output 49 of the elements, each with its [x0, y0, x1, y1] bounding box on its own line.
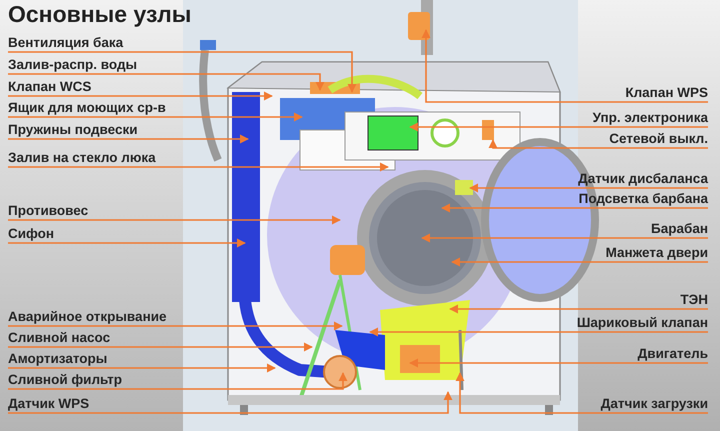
leader-line [8, 51, 356, 93]
part-label: Упр. электроника [592, 110, 708, 126]
leader-line [8, 364, 276, 372]
part-label: Шариковый клапан [576, 315, 708, 331]
leader-line [8, 391, 452, 414]
leader-line [451, 258, 708, 266]
part-label: Пружины подвески [8, 122, 138, 138]
leader-line [441, 204, 708, 212]
part-label: Датчик загрузки [600, 396, 708, 412]
leader-line [8, 73, 324, 91]
leader-line [456, 372, 708, 414]
part-label: Манжета двери [606, 245, 708, 261]
leader-line [8, 112, 303, 122]
leader-line [8, 216, 341, 224]
leader-line [488, 139, 708, 149]
title: Основные узлы [8, 0, 192, 28]
leader-line [469, 184, 708, 192]
leader-line [369, 328, 708, 336]
leader-line [8, 92, 273, 100]
part-label: Сетевой выкл. [609, 131, 708, 147]
leader-line [8, 162, 389, 172]
leader-line [409, 122, 708, 132]
leader-line [8, 322, 343, 330]
part-label: Сливной насос [8, 330, 110, 346]
part-label: Амортизаторы [8, 351, 108, 367]
part-label: Ящик для моющих ср-в [8, 100, 166, 116]
leader-line [409, 358, 708, 368]
part-label: ТЭН [680, 292, 708, 308]
leader-line [8, 372, 348, 390]
leader-line [449, 304, 708, 314]
part-label: Барабан [651, 221, 708, 237]
part-label: Клапан WCS [8, 79, 92, 95]
part-label: Сифон [8, 226, 54, 242]
part-label: Вентиляция бака [8, 35, 124, 51]
part-label: Сливной фильтр [8, 372, 122, 388]
part-label: Клапан WPS [625, 85, 708, 101]
leader-line [421, 234, 708, 242]
part-label: Датчик WPS [8, 396, 90, 412]
part-label: Аварийное открывание [8, 309, 167, 325]
part-label: Противовес [8, 203, 88, 219]
leader-line [8, 342, 313, 352]
leader-line [8, 134, 249, 144]
leader-line [8, 238, 246, 248]
part-label: Залив на стекло люка [8, 150, 156, 166]
part-label: Подсветка барбана [578, 191, 708, 207]
part-label: Двигатель [638, 346, 708, 362]
part-label: Датчик дисбаланса [578, 171, 708, 187]
leader-line [422, 29, 708, 103]
part-label: Залив-распр. воды [8, 57, 138, 73]
